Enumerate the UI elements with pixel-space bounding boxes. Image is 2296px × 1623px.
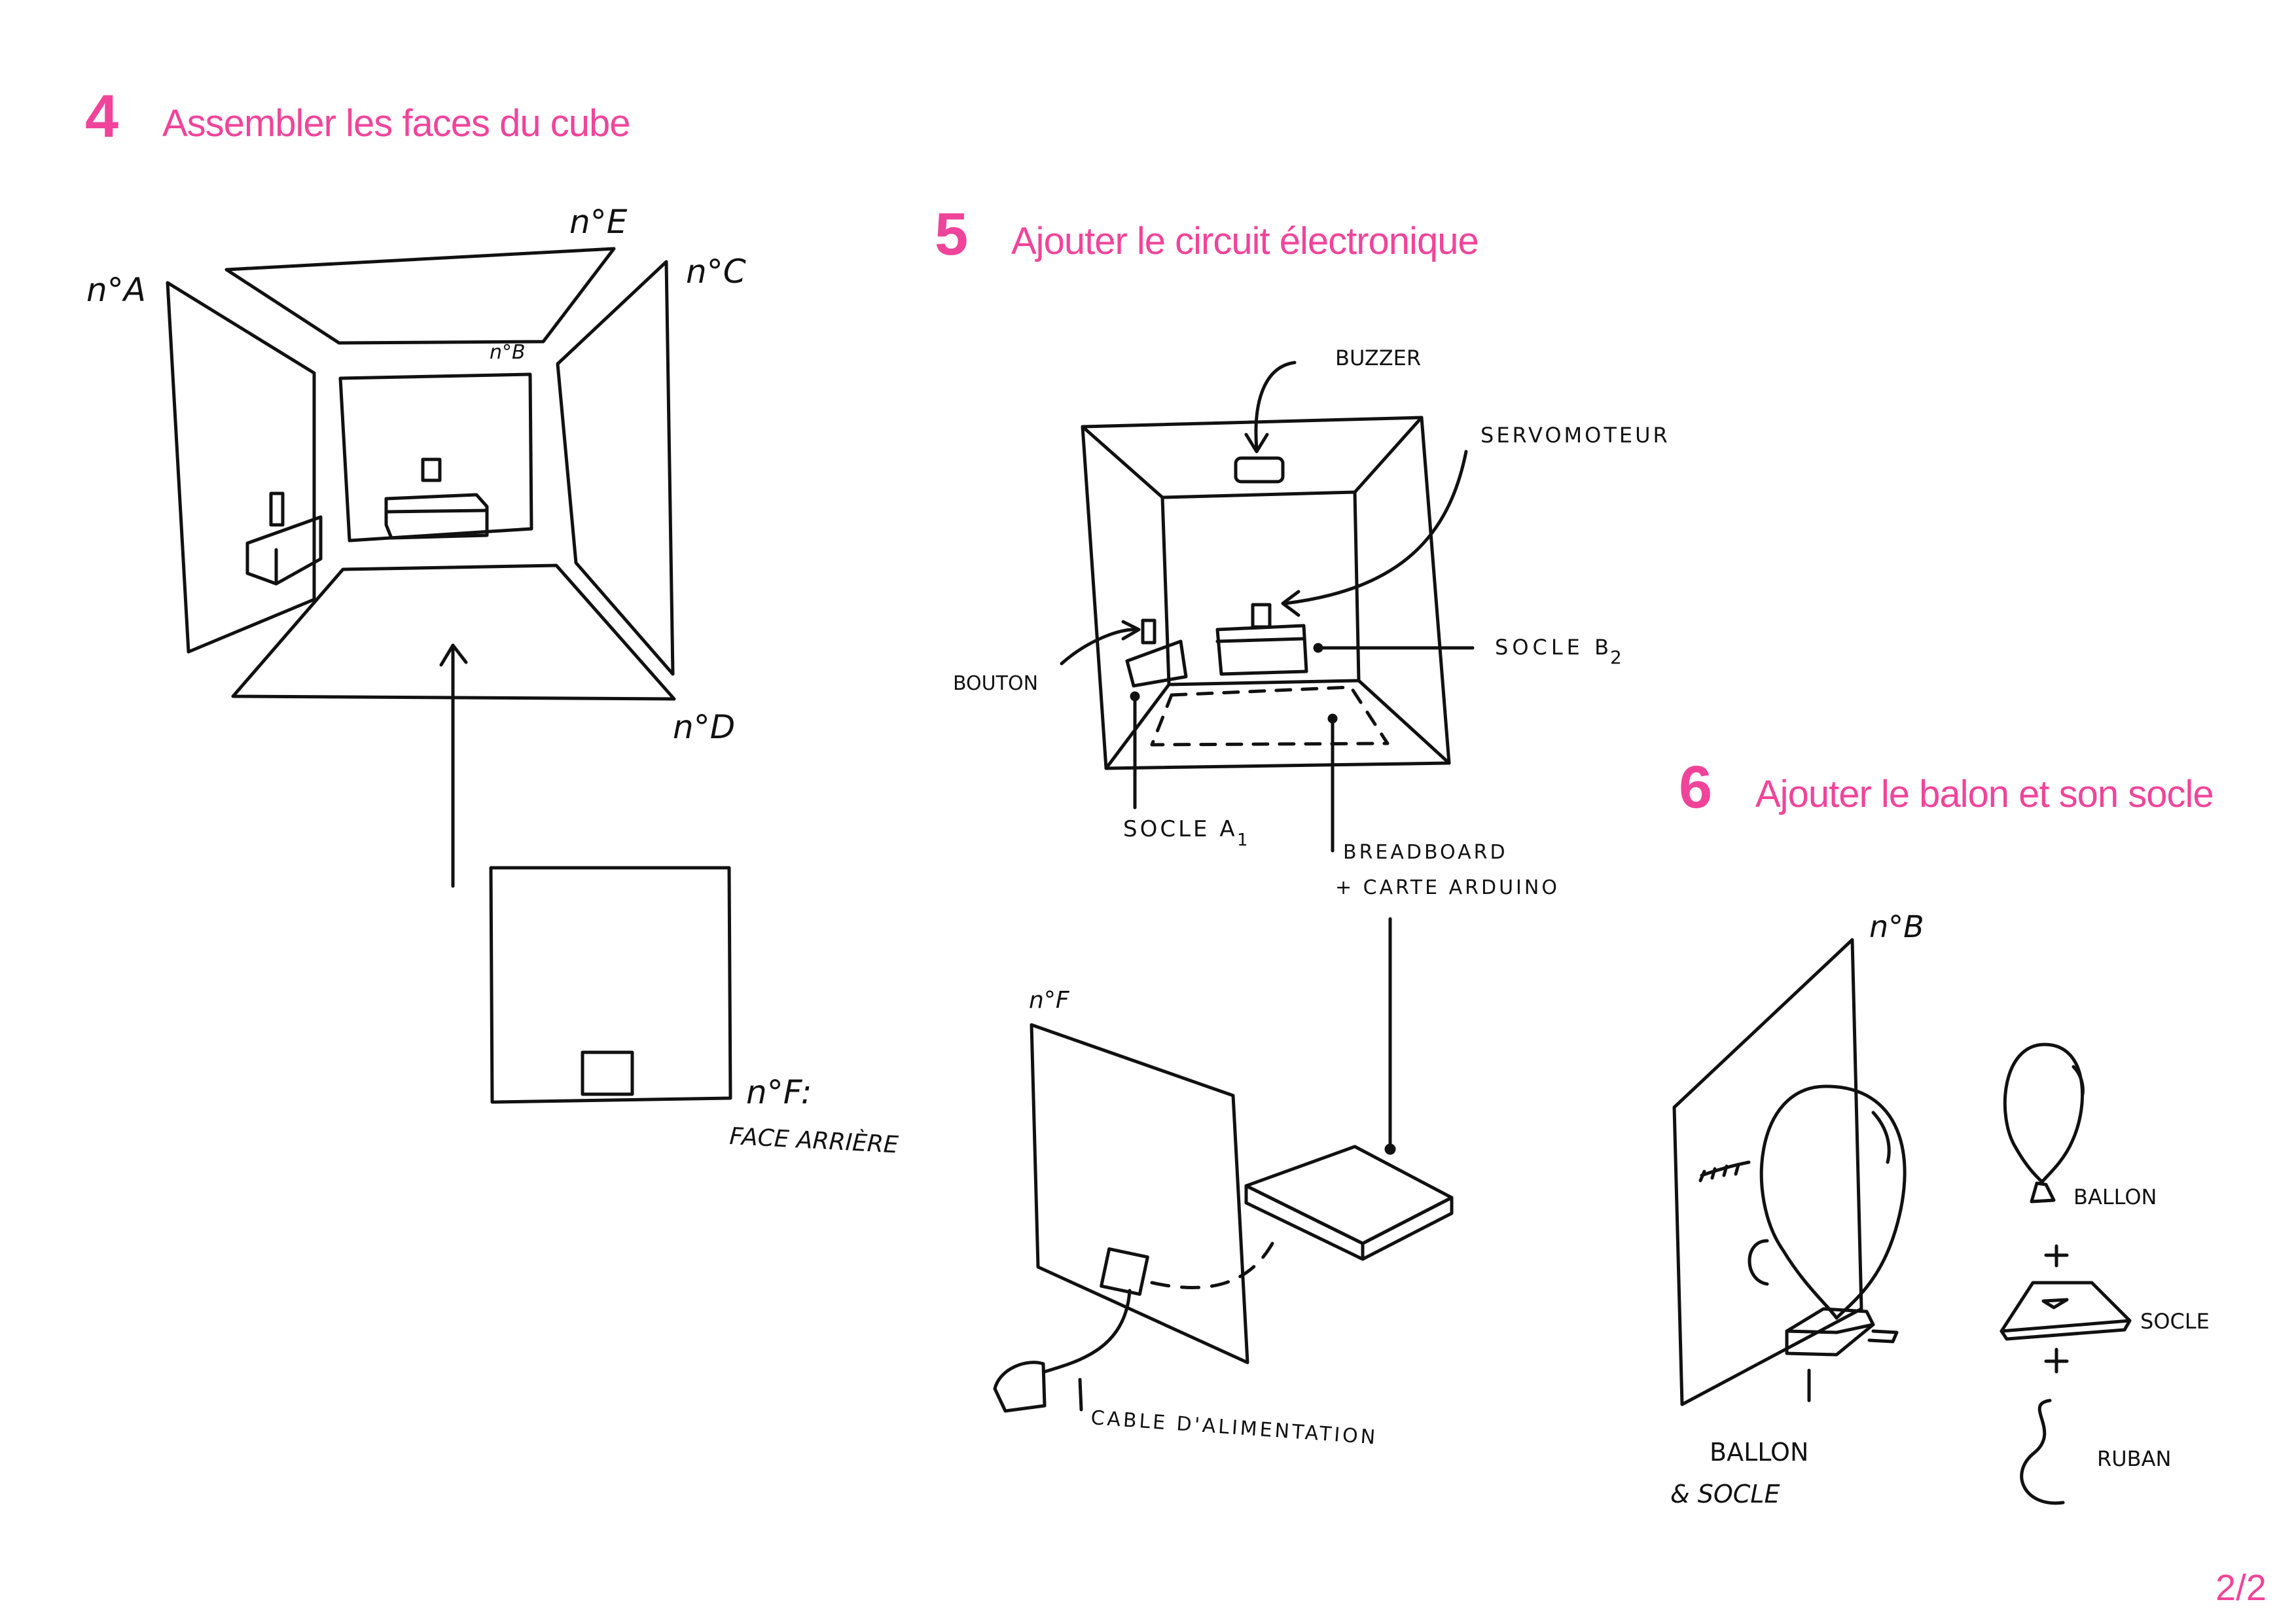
label-servo: SERVOMOTEUR	[1480, 423, 1670, 448]
balloon-large	[1761, 1086, 1905, 1318]
label-arduino: + CARTE ARDUINO	[1335, 876, 1560, 899]
cube-outer-frame	[1083, 418, 1449, 768]
label-face-d: n°D	[673, 708, 735, 746]
label-ballon: BALLON	[2073, 1185, 2157, 1209]
face-f-opening	[583, 1052, 632, 1094]
button-part	[1143, 620, 1155, 643]
label-socle-a1: SOCLE A	[1123, 816, 1238, 842]
face-c-panel	[558, 262, 673, 674]
step4-cube-diagram	[168, 249, 730, 1102]
face-f-panel	[491, 868, 730, 1102]
label-face-b-6: n°B	[1869, 909, 1924, 944]
label-socle-b2-sub: 2	[1610, 647, 1622, 668]
label-ballon-socle-2: & SOCLE	[1670, 1480, 1780, 1508]
face-f-panel-5	[1031, 1025, 1247, 1363]
label-breadboard: BREADBOARD	[1343, 841, 1508, 864]
mini-base-a	[247, 517, 321, 584]
step6-balloon-diagram	[1674, 940, 2130, 1503]
label-face-c: n°C	[686, 253, 746, 291]
socle-b2-part	[1217, 626, 1306, 674]
mini-buzzer	[423, 459, 440, 480]
face-e-panel	[226, 249, 614, 343]
label-face-b: n°B	[490, 341, 526, 364]
label-socle-b2: SOCLE B	[1495, 635, 1613, 660]
cube-inner-back	[1162, 492, 1359, 685]
face-a-panel	[168, 283, 314, 652]
label-face-f: n°F:	[746, 1073, 812, 1111]
label-face-f-desc: FACE ARRIÈRE	[729, 1122, 899, 1158]
buzzer-part	[1236, 458, 1283, 482]
breadboard-footprint	[1152, 687, 1388, 745]
label-bouton: BOUTON	[953, 672, 1038, 695]
mini-button	[271, 493, 283, 525]
label-face-e: n°E	[569, 203, 628, 241]
label-cable: CABLE D'ALIMENTATION	[1090, 1406, 1378, 1450]
label-face-f-5: n°F	[1029, 987, 1070, 1014]
ribbon-part	[2022, 1400, 2063, 1503]
label-socle: SOCLE	[2140, 1309, 2210, 1334]
power-plug	[995, 1363, 1045, 1411]
balloon-small	[2005, 1044, 2082, 1182]
label-ruban: RUBAN	[2097, 1446, 2171, 1471]
label-face-a: n°A	[86, 271, 146, 309]
label-buzzer: BUZZER	[1335, 346, 1421, 370]
socle-a1-part	[1127, 641, 1186, 686]
face-b-panel	[340, 374, 531, 541]
label-socle-a1-sub: 1	[1237, 830, 1248, 850]
label-ballon-socle-1: BALLON	[1710, 1438, 1808, 1467]
servo-part	[1253, 605, 1270, 627]
power-socket	[1102, 1249, 1148, 1294]
